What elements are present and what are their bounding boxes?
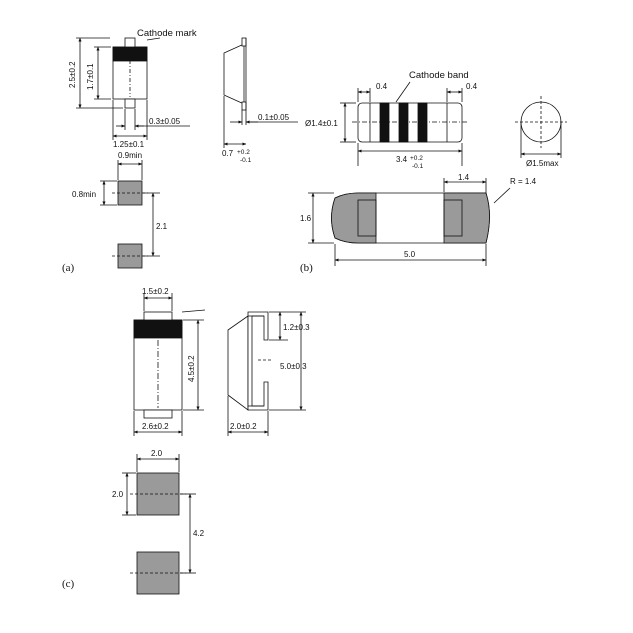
panel-b-label: (b) (300, 262, 313, 274)
a-side-body (223, 43, 245, 105)
c-side-height: 5.0±0.3 (280, 362, 307, 371)
b-pad-left (331, 192, 377, 244)
c-cathode-band (133, 319, 183, 339)
c-pad-width: 2.0 (151, 449, 163, 458)
a-side-lead-top (241, 37, 247, 47)
b-diameter: Ø1.4±0.1 (305, 119, 338, 128)
a-top-lead (124, 37, 136, 48)
b-length-plus: +0.2 (410, 155, 423, 162)
b-band-2 (398, 102, 409, 143)
c-body-height: 4.5±0.2 (187, 355, 196, 382)
c-top-width: 1.5±0.2 (142, 287, 169, 296)
b-radius: R = 1.4 (510, 177, 537, 186)
b-length-minus: -0.1 (412, 163, 424, 170)
c-top-lead (143, 311, 173, 321)
a-cathode-band (112, 46, 148, 62)
a-pad-width: 0.9min (118, 151, 142, 160)
b-pad-right (443, 192, 490, 244)
b-band-1 (379, 102, 390, 143)
b-band-left: 0.4 (376, 82, 388, 91)
b-end-diameter: Ø1.5max (526, 159, 558, 168)
panel-b-text: Cathode band 0.4 0.4 Ø1.4±0.1 3.4 +0.2 -… (300, 70, 558, 274)
a-side-width: 0.7 (222, 149, 234, 158)
c-body-width: 2.6±0.2 (142, 422, 169, 431)
panel-c-text: 1.5±0.2 4.5±0.2 2.6±0.2 1.2±0.3 5.0±0.3 … (62, 287, 310, 590)
panel-a-label: (a) (62, 262, 75, 274)
a-side-width-minus: -0.1 (240, 157, 252, 164)
a-lead-width: 0.3±0.05 (149, 117, 181, 126)
a-pad-gap: 2.1 (156, 222, 168, 231)
cathode-mark-label: Cathode mark (137, 28, 197, 39)
panel-c-label: (c) (62, 578, 75, 590)
panel-c (122, 293, 306, 595)
b-pad-dim: 1.4 (458, 173, 470, 182)
a-pad-height: 0.8min (72, 190, 96, 199)
panel-a (76, 37, 298, 269)
a-side-lead: 0.1±0.05 (258, 113, 290, 122)
a-height-total: 2.5±0.2 (68, 61, 77, 88)
c-pad-height: 2.0 (112, 490, 124, 499)
a-height-body: 1.7±0.1 (86, 63, 95, 90)
b-band-right: 0.4 (466, 82, 478, 91)
a-bottom-lead (124, 98, 136, 109)
b-pad-height: 1.6 (300, 214, 312, 223)
c-pad-gap: 4.2 (193, 529, 205, 538)
b-length: 3.4 (396, 155, 408, 164)
b-band-3 (417, 102, 428, 143)
c-side-lead (247, 311, 269, 411)
b-pad-length: 5.0 (404, 250, 416, 259)
a-side-width-plus: +0.2 (237, 149, 250, 156)
a-side-lead-bottom (241, 101, 247, 111)
panel-a-text: Cathode mark 2.5±0.2 1.7±0.1 0.3±0.05 1.… (62, 28, 290, 274)
a-body-width: 1.25±0.1 (113, 140, 145, 149)
c-side-body (227, 315, 249, 411)
c-side-width: 2.0±0.2 (230, 422, 257, 431)
c-side-top: 1.2±0.3 (283, 323, 310, 332)
cathode-band-label: Cathode band (409, 70, 469, 81)
panel-b (308, 81, 567, 266)
c-bottom-lead (143, 409, 173, 419)
b-cylinder (357, 102, 463, 143)
